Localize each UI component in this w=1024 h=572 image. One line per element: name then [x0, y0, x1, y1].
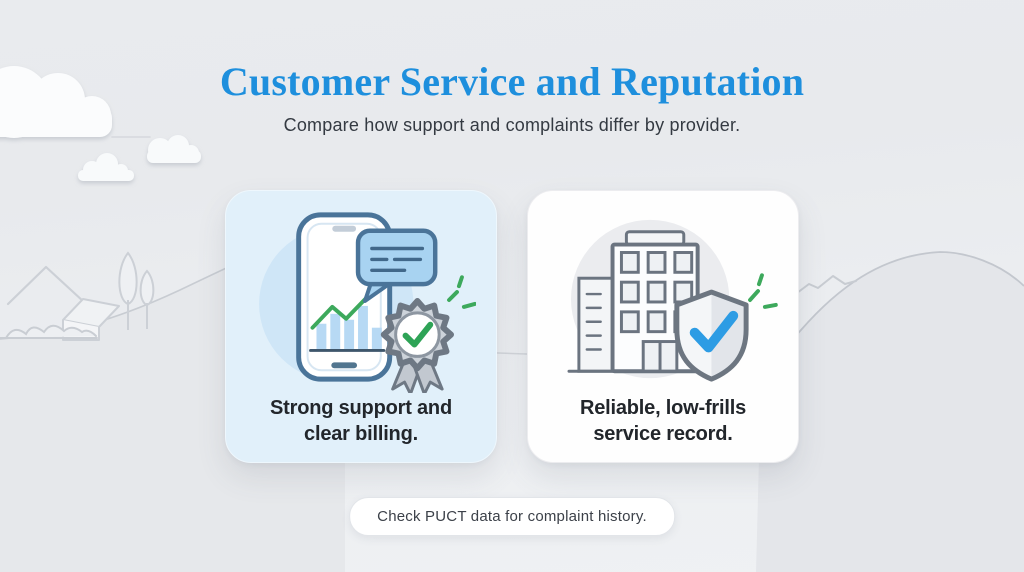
page-subtitle: Compare how support and complaints diffe…: [283, 115, 741, 135]
sparkle-icon: [447, 275, 476, 309]
phone-speaker: [332, 225, 357, 232]
award-badge-icon: [380, 298, 455, 393]
card-service-record: Reliable, low-frills service record.: [527, 190, 799, 463]
building-windows: [619, 251, 694, 334]
bushes-icon: [0, 324, 98, 339]
cloud-icon: [0, 66, 112, 138]
cloud-icon: [78, 153, 134, 181]
check-icon: [689, 310, 739, 353]
card-caption-support-billing: Strong support and clear billing.: [270, 397, 452, 445]
puct-data-note-button[interactable]: Check PUCT data for complaint history.: [349, 497, 675, 536]
card-caption-service-record: Reliable, low-frills service record.: [579, 397, 747, 445]
chat-bubble-icon: [355, 228, 438, 303]
mountain-icon: [6, 265, 86, 306]
sparkle-icon: [748, 273, 778, 309]
mountain-ridge-icon: [796, 275, 857, 294]
shield-check-icon: [674, 289, 749, 382]
bar-chart-icon: [309, 286, 386, 352]
building-icon: [567, 230, 719, 374]
check-icon: [402, 321, 434, 348]
phone-chart-award-illustration: [259, 212, 476, 393]
cards-row: Strong support and clear billing.: [225, 190, 799, 463]
tree-icon: [118, 251, 155, 330]
cloud-icon: [147, 135, 201, 163]
page-title: Customer Service and Reputation: [219, 59, 805, 104]
phone-home-bar: [331, 362, 358, 369]
building-shield-illustration: [567, 219, 778, 382]
card-support-billing: Strong support and clear billing.: [225, 190, 497, 463]
building-door: [641, 340, 679, 373]
